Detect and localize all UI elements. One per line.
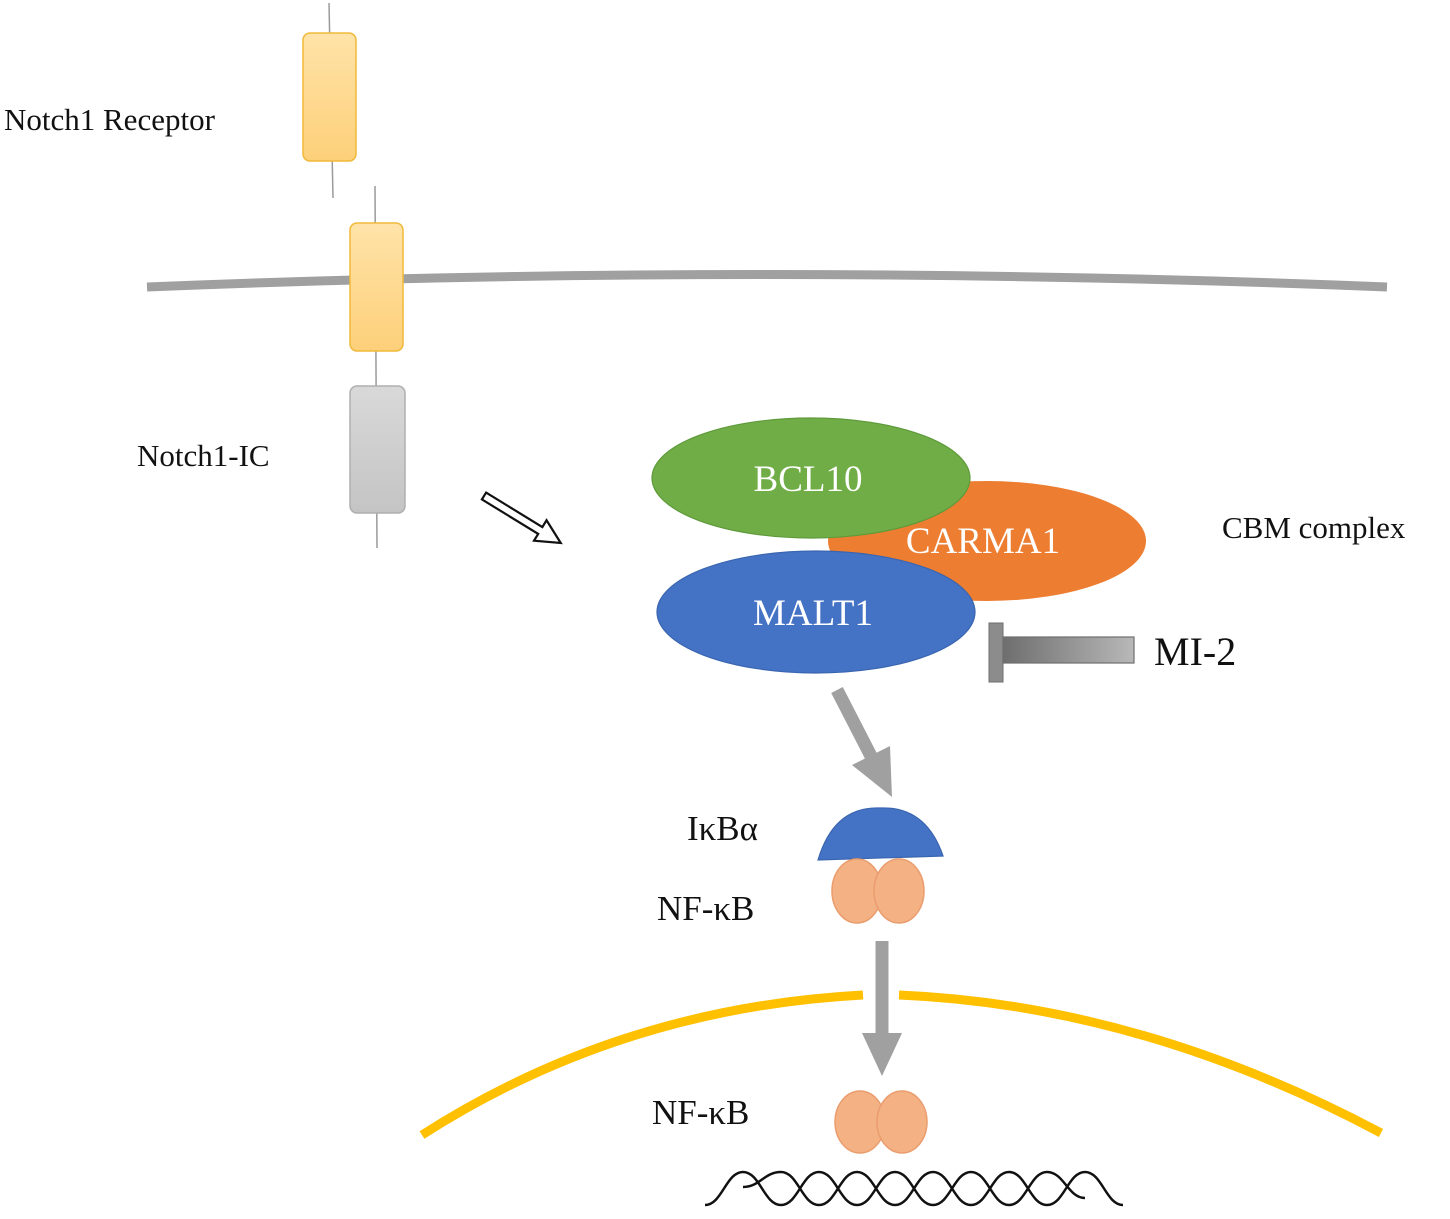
- notch1-receptor-label: Notch1 Receptor: [4, 102, 216, 137]
- activation-arrow-malt1-to-ikba: [831, 687, 892, 797]
- nfkb-dimer-cytoplasm: [831, 858, 925, 924]
- dna-helix: [704, 1170, 1124, 1207]
- malt1-label: MALT1: [753, 593, 873, 634]
- cbm-complex: CARMA1 BCL10 MALT1: [651, 417, 1146, 674]
- nfkb-dimer-nucleus: [834, 1090, 928, 1154]
- mi2-label: MI-2: [1154, 629, 1236, 674]
- nfkb-nucleus-label: NF-κB: [652, 1093, 749, 1132]
- translocation-arrow: [862, 941, 902, 1076]
- activation-arrow-hollow: [480, 491, 563, 545]
- ikba-label: IκBα: [687, 809, 758, 848]
- nfkb-cytoplasm-label: NF-κB: [657, 889, 754, 928]
- nuclear-envelope: [419, 990, 1384, 1139]
- malt1-protein: [656, 550, 976, 674]
- notch1-receptor: [302, 2, 357, 199]
- notch1-ic-domain: [349, 385, 406, 514]
- cbm-complex-label: CBM complex: [1222, 510, 1406, 545]
- mi2-inhibition-symbol: [988, 622, 1135, 683]
- bcl10-protein: [651, 417, 971, 539]
- ikba-protein: [817, 807, 944, 861]
- carma1-label: CARMA1: [906, 521, 1060, 562]
- notch1-ic-label: Notch1-IC: [137, 438, 270, 473]
- plasma-membrane: [146, 270, 1388, 292]
- bcl10-label: BCL10: [754, 459, 863, 500]
